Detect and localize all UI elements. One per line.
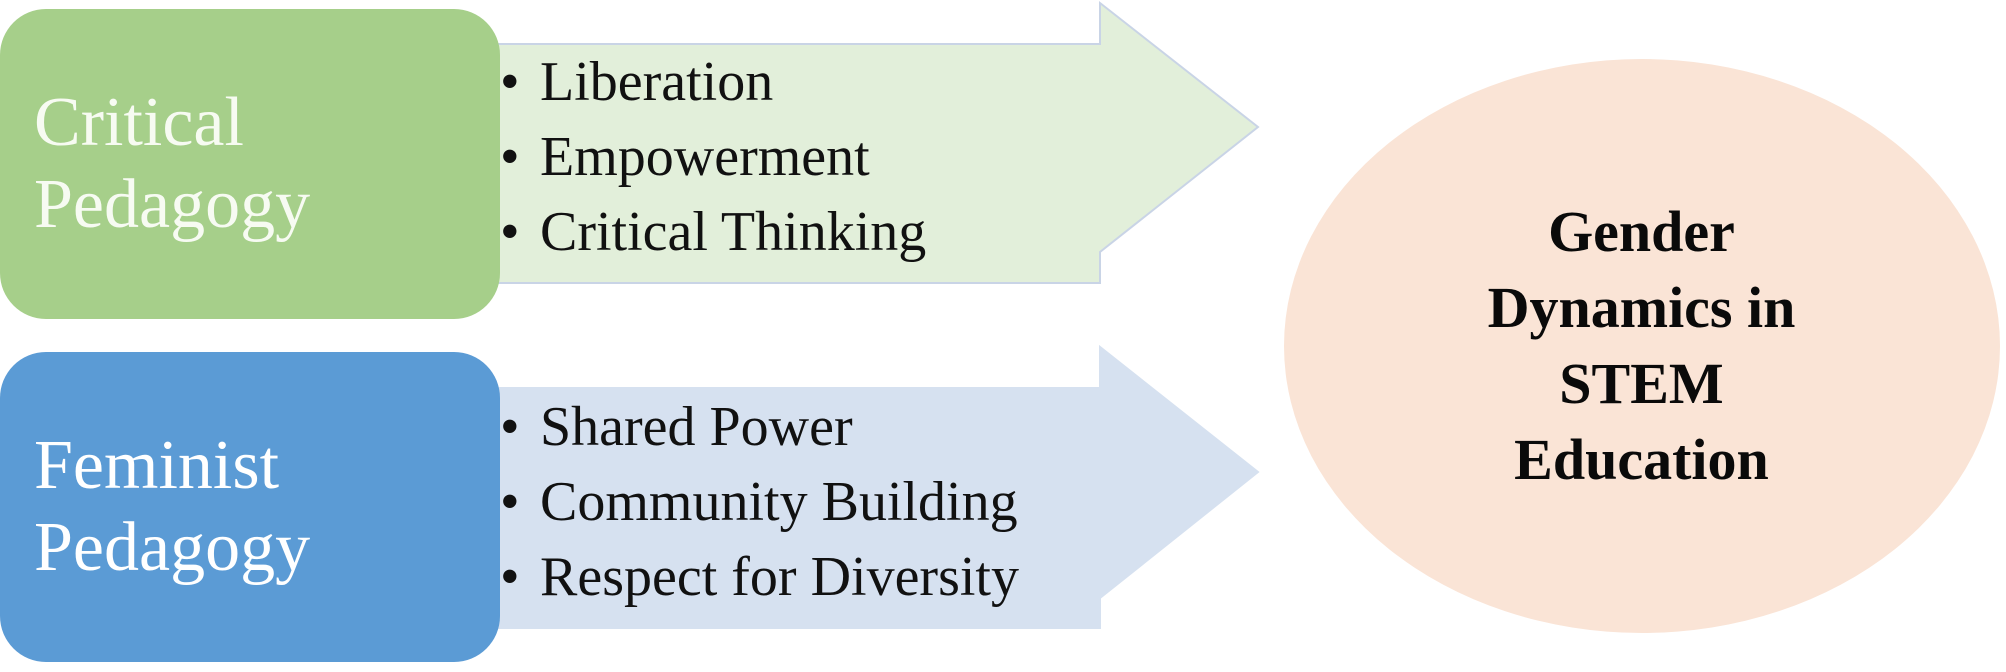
bullet-icon: • <box>500 51 520 113</box>
feminist-pedagogy-points: • Shared Power • Community Building • Respe… <box>500 390 1019 615</box>
critical-pedagogy-box: Critical Pedagogy <box>0 9 500 319</box>
feminist-pedagogy-label-line1: Feminist <box>34 427 280 504</box>
critical-pedagogy-label-line2: Pedagogy <box>34 166 311 243</box>
point-label: Liberation <box>540 51 774 113</box>
outcome-line: Education <box>1514 427 1769 492</box>
bullet-icon: • <box>500 201 520 263</box>
point-label: Respect for Diversity <box>540 546 1019 608</box>
list-item: • Community Building <box>500 465 1019 540</box>
list-item: • Empowerment <box>500 120 926 195</box>
outcome-line: Gender <box>1548 199 1735 264</box>
list-item: • Liberation <box>500 45 926 120</box>
outcome-line: STEM <box>1559 351 1724 416</box>
critical-pedagogy-points: • Liberation • Empowerment • Critical Think… <box>500 45 926 270</box>
point-label: Community Building <box>540 471 1018 533</box>
feminist-pedagogy-box: Feminist Pedagogy <box>0 352 500 662</box>
list-item: • Critical Thinking <box>500 195 926 270</box>
outcome-label: Gender Dynamics in STEM Education <box>1283 60 2000 632</box>
critical-pedagogy-arrow <box>494 0 1260 284</box>
outcome-line: Dynamics in <box>1487 275 1796 340</box>
bullet-icon: • <box>500 471 520 533</box>
list-item: • Shared Power <box>500 390 1019 465</box>
outcome-ellipse <box>1284 59 2000 633</box>
feminist-pedagogy-label-line2: Pedagogy <box>34 509 311 586</box>
critical-pedagogy-label-line1: Critical <box>34 84 244 161</box>
feminist-pedagogy-arrow <box>494 344 1260 629</box>
point-label: Critical Thinking <box>540 201 927 263</box>
point-label: Shared Power <box>540 396 853 458</box>
bullet-icon: • <box>500 396 520 458</box>
point-label: Empowerment <box>540 126 870 188</box>
list-item: • Respect for Diversity <box>500 540 1019 615</box>
bullet-icon: • <box>500 126 520 188</box>
bullet-icon: • <box>500 546 520 608</box>
